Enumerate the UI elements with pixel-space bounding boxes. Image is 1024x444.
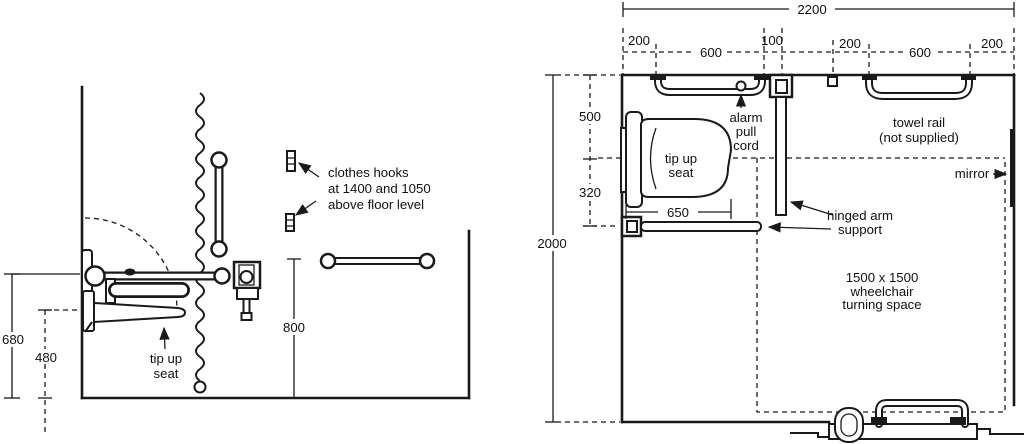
shower-control-unit <box>232 260 262 321</box>
dim-top-4: 600 <box>909 45 931 60</box>
dimension-680: 680 <box>0 273 80 399</box>
shower-curtain <box>193 92 207 394</box>
wall-grab-rail-800 <box>319 252 436 270</box>
tip-up-seat-label-plan-1: tip up <box>665 151 697 166</box>
svg-text:turning space: turning space <box>842 297 921 312</box>
toilet-tip-up-seat: tip up seat <box>620 111 733 208</box>
dim-500-label: 500 <box>579 109 601 124</box>
rail-junction-flange <box>213 267 231 285</box>
clothes-hook-upper-arrow <box>297 162 320 178</box>
svg-text:alarm: alarm <box>730 110 763 125</box>
tip-up-seat-side <box>82 290 187 333</box>
svg-text:towel rail: towel rail <box>893 115 945 130</box>
basin-support-ring <box>834 407 864 443</box>
towel-rail <box>862 74 976 100</box>
plan-view: 2200 200 600 100 200 600 200 <box>534 1 1024 443</box>
dim-2200-label: 2200 <box>797 2 826 17</box>
tip-up-seat-label-plan-2: seat <box>669 165 694 180</box>
dimension-650: 650 <box>625 199 732 220</box>
svg-text:wheelchair: wheelchair <box>849 284 914 299</box>
dim-680-label: 680 <box>2 332 24 347</box>
clothes-hook-lower <box>285 213 295 232</box>
wall-mounted-fixture <box>827 76 838 87</box>
basin-counter <box>828 423 978 440</box>
rail-wall-knob <box>84 265 106 287</box>
clothes-hook-lower-arrow <box>294 200 317 216</box>
mirror-label: mirror <box>955 166 990 181</box>
hinged-arm-arrow-2 <box>767 222 832 233</box>
hinged-arm-support-vertical <box>768 73 794 216</box>
mirror <box>1010 129 1015 207</box>
svg-text:(not supplied): (not supplied) <box>879 130 959 145</box>
tip-up-seat-arrow <box>159 326 170 350</box>
dimension-480: 480 <box>31 309 80 433</box>
arm-support-side <box>105 278 190 304</box>
svg-text:pull: pull <box>736 124 757 139</box>
svg-text:1500 x 1500: 1500 x 1500 <box>846 270 919 285</box>
dimension-500-320: 500 320 <box>574 74 618 227</box>
dim-top-0: 200 <box>628 33 650 48</box>
dim-650-label: 650 <box>667 205 689 220</box>
svg-text:cord: cord <box>733 138 759 153</box>
top-dimension-chain: 200 600 100 200 600 200 <box>622 28 1015 74</box>
curtain-weight <box>193 380 207 394</box>
hinged-arm-arrow-1 <box>789 200 834 216</box>
svg-text:tip up: tip up <box>150 351 182 366</box>
shower-riser-rail <box>210 151 228 258</box>
basin-grab-rail <box>871 399 969 428</box>
dimension-2000: 2000 <box>534 74 620 423</box>
dim-top-2: 100 <box>761 33 783 48</box>
wc-grab-rail <box>650 74 770 96</box>
dimension-2200: 2200 <box>622 1 1015 17</box>
turning-space-label: 1500 x 1500 wheelchair turning space <box>842 270 921 312</box>
door-threshold-left <box>790 432 829 438</box>
towel-rail-label: towel rail (not supplied) <box>879 115 959 145</box>
svg-text:clothes hooks: clothes hooks <box>328 165 409 180</box>
hinged-arm-support-horizontal <box>620 215 762 238</box>
horizontal-grab-rail <box>81 249 231 297</box>
tip-up-seat-label-elevation: tip up seat <box>150 351 182 381</box>
svg-text:at 1400 and 1050: at 1400 and 1050 <box>328 181 431 196</box>
svg-text:hinged arm: hinged arm <box>827 208 893 223</box>
svg-text:seat: seat <box>154 366 179 381</box>
hinged-arm-label: hinged arm support <box>827 208 893 237</box>
dim-2000-label: 2000 <box>537 236 566 251</box>
dim-top-1: 600 <box>700 45 722 60</box>
dim-480-label: 480 <box>35 350 57 365</box>
dim-800-label: 800 <box>283 320 305 335</box>
svg-text:above floor level: above floor level <box>328 197 424 212</box>
alarm-pull-cord <box>735 80 747 92</box>
elevation-view: 680 480 800 <box>0 85 471 433</box>
door-threshold-right <box>977 428 1024 435</box>
washbasin-unit <box>828 399 978 443</box>
dim-320-label: 320 <box>579 185 601 200</box>
clothes-hook-upper <box>286 150 296 172</box>
dim-top-3: 200 <box>839 36 861 51</box>
dim-top-5: 200 <box>981 36 1003 51</box>
rail-pivot <box>124 268 136 276</box>
clothes-hooks-label: clothes hooks at 1400 and 1050 above flo… <box>328 165 431 212</box>
seat-swing-arc <box>84 217 178 311</box>
dimension-800: 800 <box>279 258 310 398</box>
alarm-label: alarm pull cord <box>730 110 763 153</box>
svg-text:support: support <box>838 222 882 237</box>
